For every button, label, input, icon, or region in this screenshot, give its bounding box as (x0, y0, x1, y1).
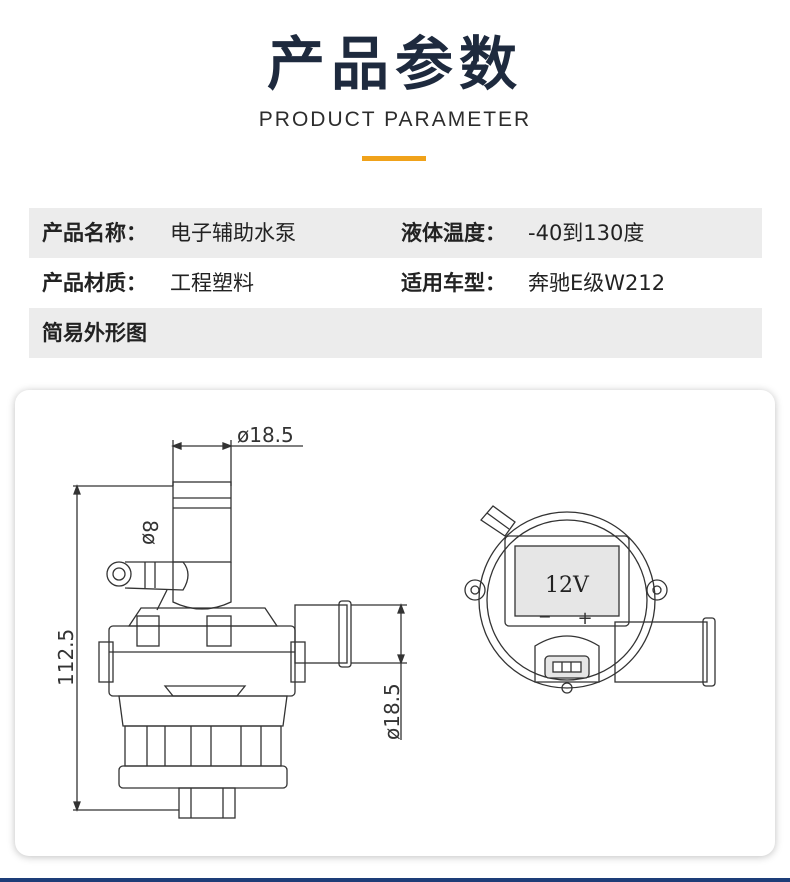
dim-top-pipe-label: ø18.5 (237, 423, 294, 447)
dim-height-label: 112.5 (54, 629, 78, 686)
minus-label: − (538, 607, 551, 626)
end-view: 12V − + (464, 505, 716, 694)
bottom-divider (0, 878, 790, 882)
side-view: ø18.5 8ø (54, 423, 407, 819)
param-value-model: 奔驰E级W212 (528, 271, 666, 295)
param-label-model: 适用车型： (401, 271, 506, 295)
param-value-name: 电子辅助水泵 (170, 221, 296, 245)
param-row-3: 简易外形图 (29, 308, 762, 358)
page-subtitle: PRODUCT PARAMETER (258, 108, 532, 131)
param-row-1: 产品名称： 电子辅助水泵 液体温度： -40到130度 (29, 208, 762, 258)
title-accent-bar (362, 156, 426, 161)
param-value-temp: -40到130度 (528, 221, 645, 245)
voltage-label: 12V (545, 573, 590, 598)
param-row-2: 产品材质： 工程塑料 适用车型： 奔驰E级W212 (29, 258, 762, 308)
dim-side-pipe-label: ø18.5 (380, 683, 404, 740)
drawing-card: ø18.5 8ø (15, 390, 775, 856)
param-label-temp: 液体温度： (401, 221, 506, 245)
page-title: 产品参数 (266, 30, 523, 98)
outline-label: 简易外形图 (42, 321, 147, 345)
param-value-material: 工程塑料 (170, 271, 254, 295)
technical-drawing: ø18.5 8ø (54, 423, 716, 819)
plus-label: + (577, 608, 592, 629)
param-label-name: 产品名称： (42, 221, 147, 245)
param-label-material: 产品材质： (42, 271, 147, 295)
dim-small-pipe-label: 8ø (138, 520, 162, 545)
